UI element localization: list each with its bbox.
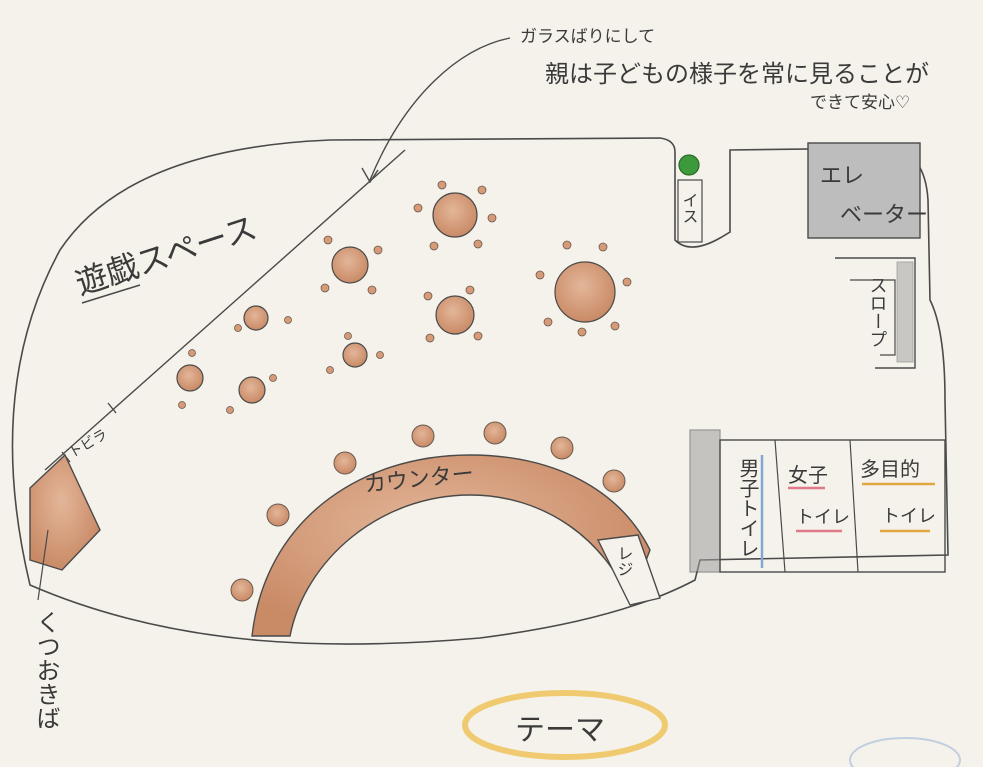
mens-toilet-label: 男子トイレ [736, 458, 760, 558]
slope-label: スロープ [867, 276, 888, 348]
elevator [807, 142, 921, 239]
stool [266, 503, 290, 527]
annotation-line1: ガラスばりにして [520, 27, 655, 47]
table [238, 376, 266, 404]
table [243, 305, 269, 331]
annotation-note: ガラスばりにして 親は子どもの様子を常に見ることが できて安心♡ [520, 27, 929, 113]
chair [598, 242, 608, 252]
chair [577, 327, 587, 337]
door-tick-upper [107, 402, 117, 414]
chair [423, 291, 433, 301]
stool [333, 451, 357, 475]
slope-inner [850, 279, 896, 356]
chair [320, 283, 330, 293]
stool [483, 421, 507, 445]
chair [473, 239, 483, 249]
table-group-2 [320, 235, 383, 295]
register-label: レジ [615, 545, 634, 577]
table-group-7 [176, 349, 204, 409]
multi-purpose-toilet: 多目的 トイレ [860, 457, 936, 533]
glass-wall [44, 149, 406, 471]
stool [411, 424, 435, 448]
womens-toilet-label-line2: トイレ [796, 507, 850, 528]
multi-toilet-label-line1: 多目的 [860, 457, 920, 481]
shoe-storage-leader [37, 529, 49, 601]
chair [284, 316, 292, 324]
multi-toilet-label-line2: トイレ [882, 506, 936, 527]
counter-stools [230, 421, 626, 602]
chair-label: イス [680, 192, 699, 224]
chair [465, 285, 475, 295]
chair [344, 332, 352, 340]
table [176, 364, 204, 392]
counter [251, 454, 651, 637]
annotation-line2: 親は子どもの様子を常に見ることが [545, 60, 929, 88]
stool [602, 469, 626, 493]
annotation-line3: できて安心♡ [810, 93, 910, 113]
table-group-1 [413, 180, 497, 251]
chair [477, 185, 487, 195]
table-group-3 [535, 240, 632, 337]
womens-toilet-label-line1: 女子 [788, 463, 828, 487]
chair [373, 245, 383, 255]
chair [234, 324, 242, 332]
stool [230, 578, 254, 602]
womens-toilet: 女子 トイレ [788, 463, 850, 533]
chair [376, 351, 384, 359]
chair [326, 366, 334, 374]
table [432, 192, 478, 238]
chair [425, 333, 435, 343]
stool [550, 436, 574, 460]
chair [622, 277, 632, 287]
chair [543, 317, 553, 327]
chair [188, 349, 196, 357]
chair [535, 270, 545, 280]
theme-label: テーマ [515, 713, 605, 748]
chair [226, 406, 234, 414]
chair [323, 235, 333, 245]
register-box [596, 534, 661, 606]
toilet-wall-hatch [689, 429, 721, 573]
chair [269, 374, 277, 382]
shoe-area-label: くつおきば [32, 610, 60, 730]
annotation-arrow [369, 37, 511, 181]
chair [178, 401, 186, 409]
mens-toilet: 男子トイレ [736, 455, 764, 568]
partial-doodle [849, 737, 961, 767]
table-group-4 [423, 285, 483, 343]
toilet-divider-1 [774, 439, 786, 573]
play-space-underline [81, 284, 141, 304]
table [331, 246, 369, 284]
chair [429, 241, 439, 251]
slope-hatch [896, 261, 914, 363]
table-group-6 [326, 332, 384, 374]
chair [562, 240, 572, 250]
table-group-8 [226, 374, 277, 414]
elevator-label-line1: エレ [820, 164, 864, 189]
chair [367, 285, 377, 295]
play-space-label: 遊戯スペース [71, 208, 262, 302]
toilet-divider-2 [849, 439, 859, 573]
chair [413, 203, 423, 213]
chair [610, 321, 620, 331]
elevator-label-line2: ベーター [840, 203, 928, 228]
table [435, 295, 475, 335]
chair-box [677, 179, 703, 243]
shoe-storage [29, 453, 101, 571]
table [342, 342, 368, 368]
slope-outline [835, 257, 916, 369]
theme-circle [462, 690, 668, 760]
chair [473, 331, 483, 341]
table-group-5 [234, 305, 292, 332]
chair [487, 213, 497, 223]
table [554, 261, 616, 323]
toilet-block [719, 439, 946, 573]
chair [437, 180, 447, 190]
chair-marker [678, 154, 700, 176]
